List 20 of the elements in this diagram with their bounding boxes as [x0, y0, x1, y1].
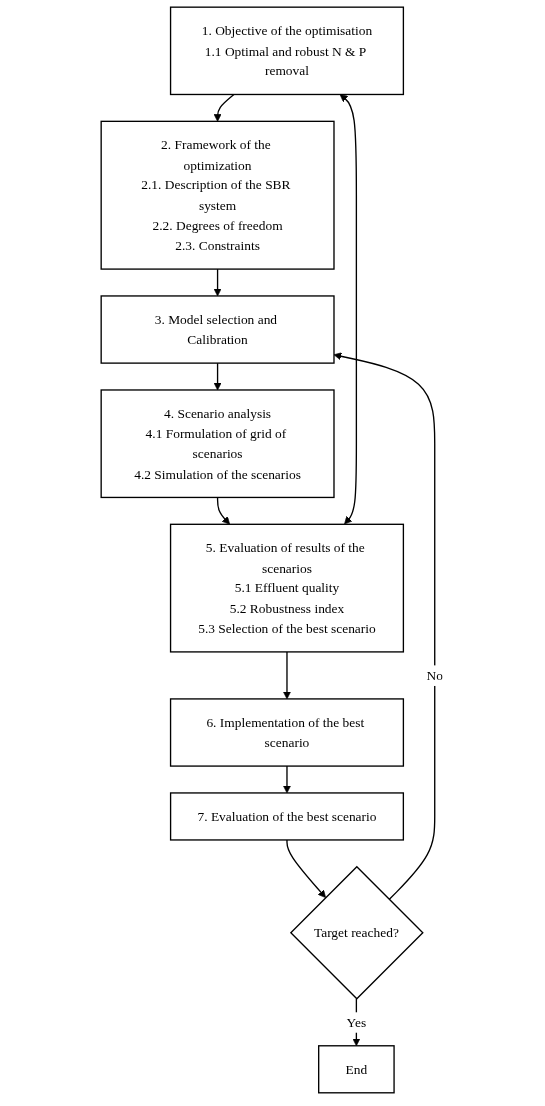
node-diamond: Target reached?	[290, 865, 425, 1000]
arrow	[283, 651, 292, 700]
arrow	[283, 765, 292, 794]
node-box: 6. Implementation of the best scenario	[170, 698, 405, 767]
edge-label: No	[426, 668, 444, 683]
node-box: 4. Scenario analysis 4.1 Formulation of grid of scenarios 4.2 Simulation of the scenarios	[100, 389, 336, 499]
node-box: 2. Framework of the optimization 2.1. Description of the SBR system 2.2. Degrees of freedom 2.3. Constraints	[100, 120, 336, 270]
arrow	[286, 839, 327, 898]
arrow	[217, 496, 231, 525]
node-box: End	[318, 1045, 396, 1094]
edge-label: Yes	[347, 1014, 367, 1030]
node-box: 5. Evaluation of results of the scenarios 5.1 Effluent quality 5.2 Robustness index 5.3 Selection of the best scenario	[170, 523, 405, 653]
arrow	[334, 352, 436, 901]
node-box: 1. Objective of the optimisation 1.1 Optimal and robust N & P removal	[170, 6, 405, 96]
arrow	[340, 94, 358, 525]
arrow	[214, 362, 222, 391]
arrow	[214, 93, 235, 122]
node-box: 3. Model selection and Calibration	[100, 295, 336, 364]
node-box: 7. Evaluation of the best scenario	[170, 792, 405, 841]
arrow	[214, 268, 222, 297]
